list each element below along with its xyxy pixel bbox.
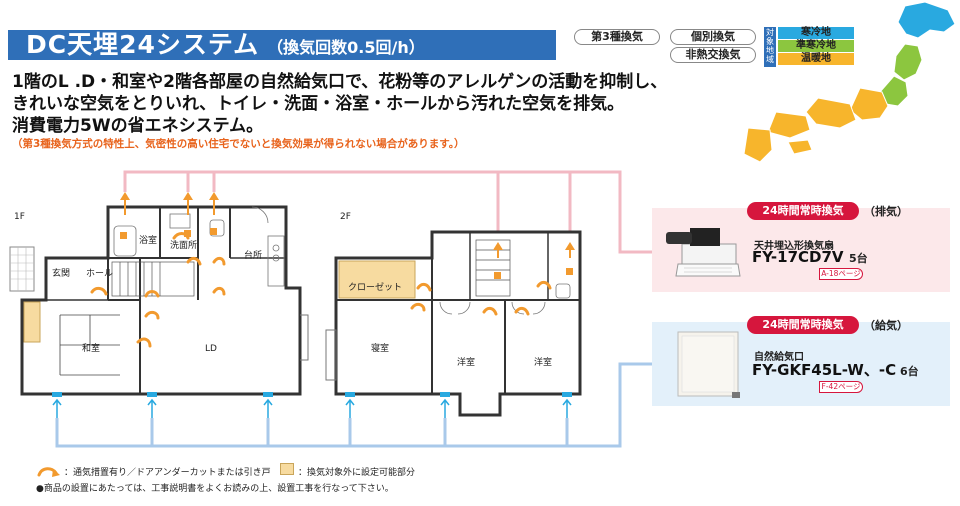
floor-2-plan: 2F クローゼット 寝室 洋室 洋室	[325, 212, 582, 417]
ceiling-fan-icon	[666, 228, 741, 277]
supply-pill: 24時間常時換気	[747, 316, 859, 334]
footnote: ●商品の設置にあたっては、工事説明書をよくお読みの上、設置工事を行なって下さい。	[36, 484, 394, 494]
legend-arrow-text: ：通気措置有り／ドアアンダーカットまたは引き戸	[64, 468, 271, 478]
air-inlet-icon	[677, 331, 740, 398]
supply-side-label: （給気）	[864, 319, 908, 332]
airflow-arrows	[90, 232, 552, 348]
exhaust-duct-lines	[123, 170, 652, 254]
exhaust-model: FY-17CD7V	[752, 248, 844, 266]
region-warm: 温暖地	[778, 53, 854, 65]
supply-product-card: 24時間常時換気 （給気） 自然給気口 FY-GKF45L-W、-C 6台 F-…	[652, 316, 950, 406]
supply-product-name: 自然給気口	[754, 352, 804, 363]
description-line-1: 1階のL .D・和室や2階各部屋の自然給気口で、花粉等のアレルゲンの活動を抑制し…	[12, 72, 668, 92]
exhaust-qty: 5台	[849, 252, 868, 265]
exhaust-product-name: 天井埋込形換気扇	[754, 241, 834, 252]
exhaust-page-ref[interactable]: A-18ページ	[819, 268, 863, 280]
page-title: DC天埋24システム	[26, 30, 260, 59]
room-hall: ホール	[86, 268, 113, 279]
room-washroom: 洗面所	[170, 239, 197, 251]
legend-area-swatch	[280, 463, 294, 475]
room-bedroom: 寝室	[371, 342, 389, 354]
supply-model: FY-GKF45L-W、-C	[752, 361, 897, 379]
supply-qty: 6台	[900, 365, 919, 378]
exhaust-pill: 24時間常時換気	[747, 202, 859, 220]
room-entrance: 玄関	[52, 267, 70, 279]
tag-type3: 第3種換気	[574, 29, 660, 45]
tag-individual: 個別換気	[670, 29, 756, 45]
room-bath: 浴室	[139, 234, 157, 246]
legend-arrow-icon	[37, 467, 60, 477]
description-line-2: きれいな空気をとりいれ、トイレ・洗面・浴室・ホールから汚れた空気を排気。	[12, 94, 625, 114]
floor-1-plan: 1F 浴室 洗面所 台所 玄関 ホール 和室 LD	[9, 205, 309, 396]
room-closet: クローゼット	[348, 281, 402, 293]
page-subtitle: （換気回数0.5回/h）	[267, 38, 425, 57]
supply-page-ref[interactable]: F-42ページ	[819, 381, 863, 393]
supply-inlet-markers	[52, 392, 572, 418]
room-kitchen: 台所	[244, 249, 262, 261]
tag-non-heat: 非熱交換気	[670, 47, 756, 63]
room-western-1: 洋室	[457, 356, 475, 368]
exhaust-side-label: （排気）	[864, 205, 908, 218]
legend-area-text: ：換気対象外に設定可能部分	[298, 468, 416, 478]
room-japanese: 和室	[82, 342, 100, 354]
region-vertical-label: 対象地域	[764, 27, 776, 67]
room-ld: LD	[205, 344, 217, 354]
region-semi-cold: 準寒冷地	[778, 40, 854, 52]
exhaust-product-card: 24時間常時換気 （排気） 天井埋込形換気扇 FY-17CD7V 5台 A-18…	[652, 202, 950, 292]
floor-1-label: 1F	[14, 212, 25, 222]
supply-duct-lines	[55, 362, 652, 448]
floor-2-label: 2F	[340, 212, 351, 222]
exhaust-fan-markers	[120, 192, 575, 279]
room-western-2: 洋室	[534, 356, 552, 368]
description-note: （第3種換気方式の特性上、気密性の高い住宅でないと換気効果が得られない場合があり…	[12, 138, 465, 150]
description-line-3: 消費電力5Wの省エネシステム。	[12, 116, 264, 136]
region-cold: 寒冷地	[778, 27, 854, 39]
title-banner: DC天埋24システム （換気回数0.5回/h）	[8, 30, 556, 60]
